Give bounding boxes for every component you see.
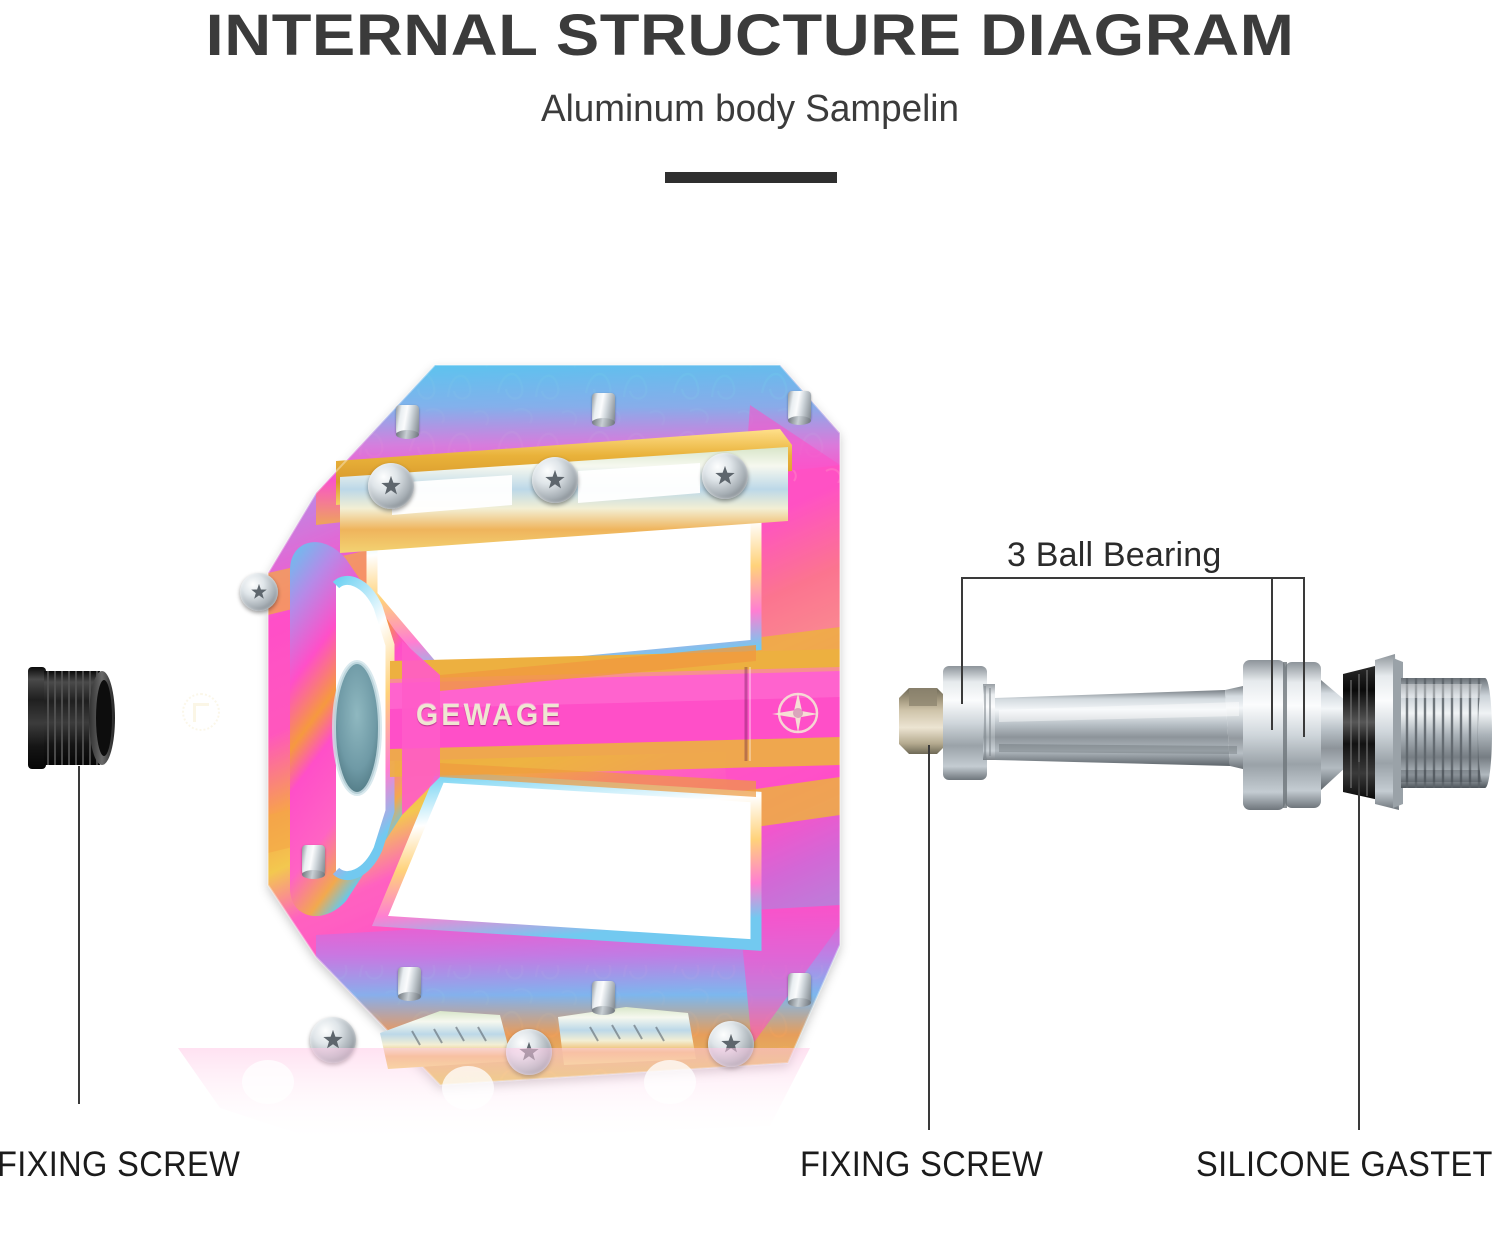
traction-pin: [592, 393, 615, 427]
fixing-screw-sleeve-black: [26, 663, 118, 773]
traction-pin: [396, 405, 419, 439]
traction-pin: [302, 845, 325, 879]
ball-bearing-label: 3 Ball Bearing: [1007, 536, 1222, 574]
leader-line-silicone-gasket: [1358, 762, 1360, 1130]
f-badge-emblem: [182, 693, 220, 731]
bearing-bracket-leg-left: [961, 577, 963, 704]
fixing-screw: [506, 1029, 552, 1075]
traction-pin: [592, 981, 615, 1015]
axle-spindle-assembly: [895, 640, 1495, 820]
traction-pin: [398, 967, 421, 1001]
page-title: INTERNAL STRUCTURE DIAGRAM: [205, 3, 1295, 68]
fixing-screw: [702, 453, 748, 499]
callout-silicone-gasket: SILICONE GASTET: [1196, 1145, 1493, 1184]
brand-engraving: GEWAGE: [416, 697, 564, 732]
bearing-bracket-leg-right: [1303, 577, 1305, 737]
callout-fixing-screw-left: FIXING SCREW: [0, 1145, 241, 1184]
fixing-screw: [240, 573, 278, 611]
fixing-screw: [368, 463, 414, 509]
title-divider-bar: [665, 172, 837, 183]
bearing-bracket-leg-middle: [1271, 577, 1273, 730]
leader-line-fixing-screw-center: [928, 745, 930, 1130]
torx-star-icon: [323, 1030, 343, 1049]
traction-pin: [788, 391, 811, 425]
callout-fixing-screw-center: FIXING SCREW: [800, 1145, 1044, 1184]
torx-star-icon: [715, 466, 735, 485]
pedal-body-assembly: GEWAGE: [140, 345, 880, 1105]
page-subtitle: Aluminum body Sampelin: [541, 88, 959, 130]
torx-star-icon: [381, 476, 401, 495]
fixing-screw: [532, 457, 578, 503]
torx-star-icon: [519, 1042, 539, 1061]
torx-star-icon: [721, 1034, 741, 1053]
fixing-screw: [310, 1017, 356, 1063]
leader-line-fixing-screw-left: [78, 766, 80, 1104]
torx-star-icon: [251, 584, 267, 599]
fixing-screw: [708, 1021, 754, 1067]
traction-pin: [788, 973, 811, 1007]
torx-star-icon: [545, 470, 565, 489]
bearing-bracket-top: [961, 577, 1305, 579]
gewage-star-emblem: [766, 687, 822, 748]
pedal-body-graphic: [267, 364, 841, 1087]
